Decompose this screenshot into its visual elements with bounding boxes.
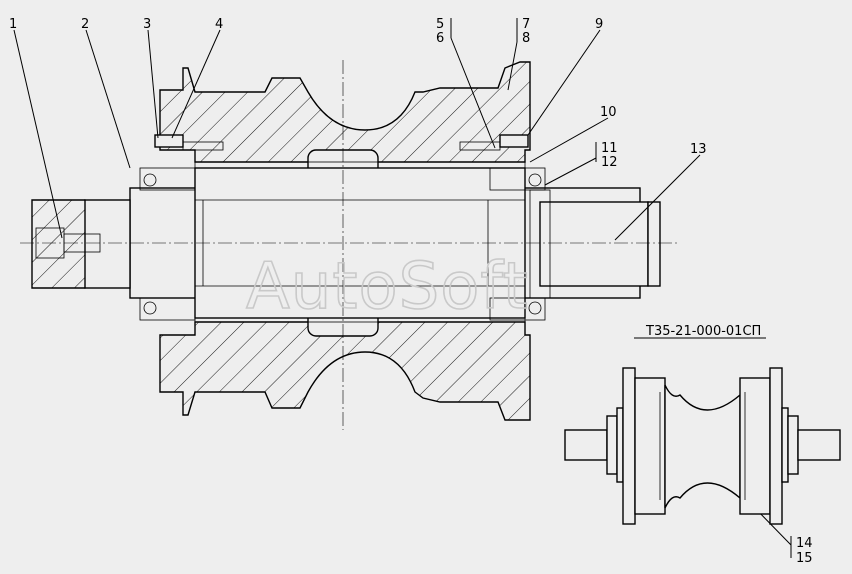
callout-13: 13: [690, 142, 707, 157]
left-bearing-group: [139, 134, 224, 321]
roller-exterior-view: [564, 367, 841, 525]
callout-3: 3: [143, 17, 151, 32]
callout-4: 4: [215, 17, 223, 32]
left-shaft-end: [31, 199, 131, 289]
callout-11: 11: [601, 141, 618, 156]
callout-9: 9: [595, 17, 603, 32]
right-shaft-end: [529, 189, 661, 299]
callout-8: 8: [522, 31, 530, 46]
callout-15: 15: [796, 551, 813, 566]
callout-2: 2: [81, 17, 89, 32]
callout-12: 12: [601, 155, 618, 170]
callout-5: 5: [436, 17, 444, 32]
callout-6: 6: [436, 31, 444, 46]
callout-14: 14: [796, 536, 813, 551]
drawing-code: Т35-21-000-01СП: [645, 324, 761, 339]
leader-lines: [13, 18, 792, 558]
callout-10: 10: [600, 105, 617, 120]
callout-1: 1: [9, 17, 17, 32]
watermark: AutoSoft: [246, 250, 529, 324]
right-bearing-group: [459, 134, 546, 321]
callout-labels: 1 2 3 4 5 6 7 8 9 10 11 12 13 14 15: [9, 17, 813, 566]
callout-7: 7: [522, 17, 530, 32]
